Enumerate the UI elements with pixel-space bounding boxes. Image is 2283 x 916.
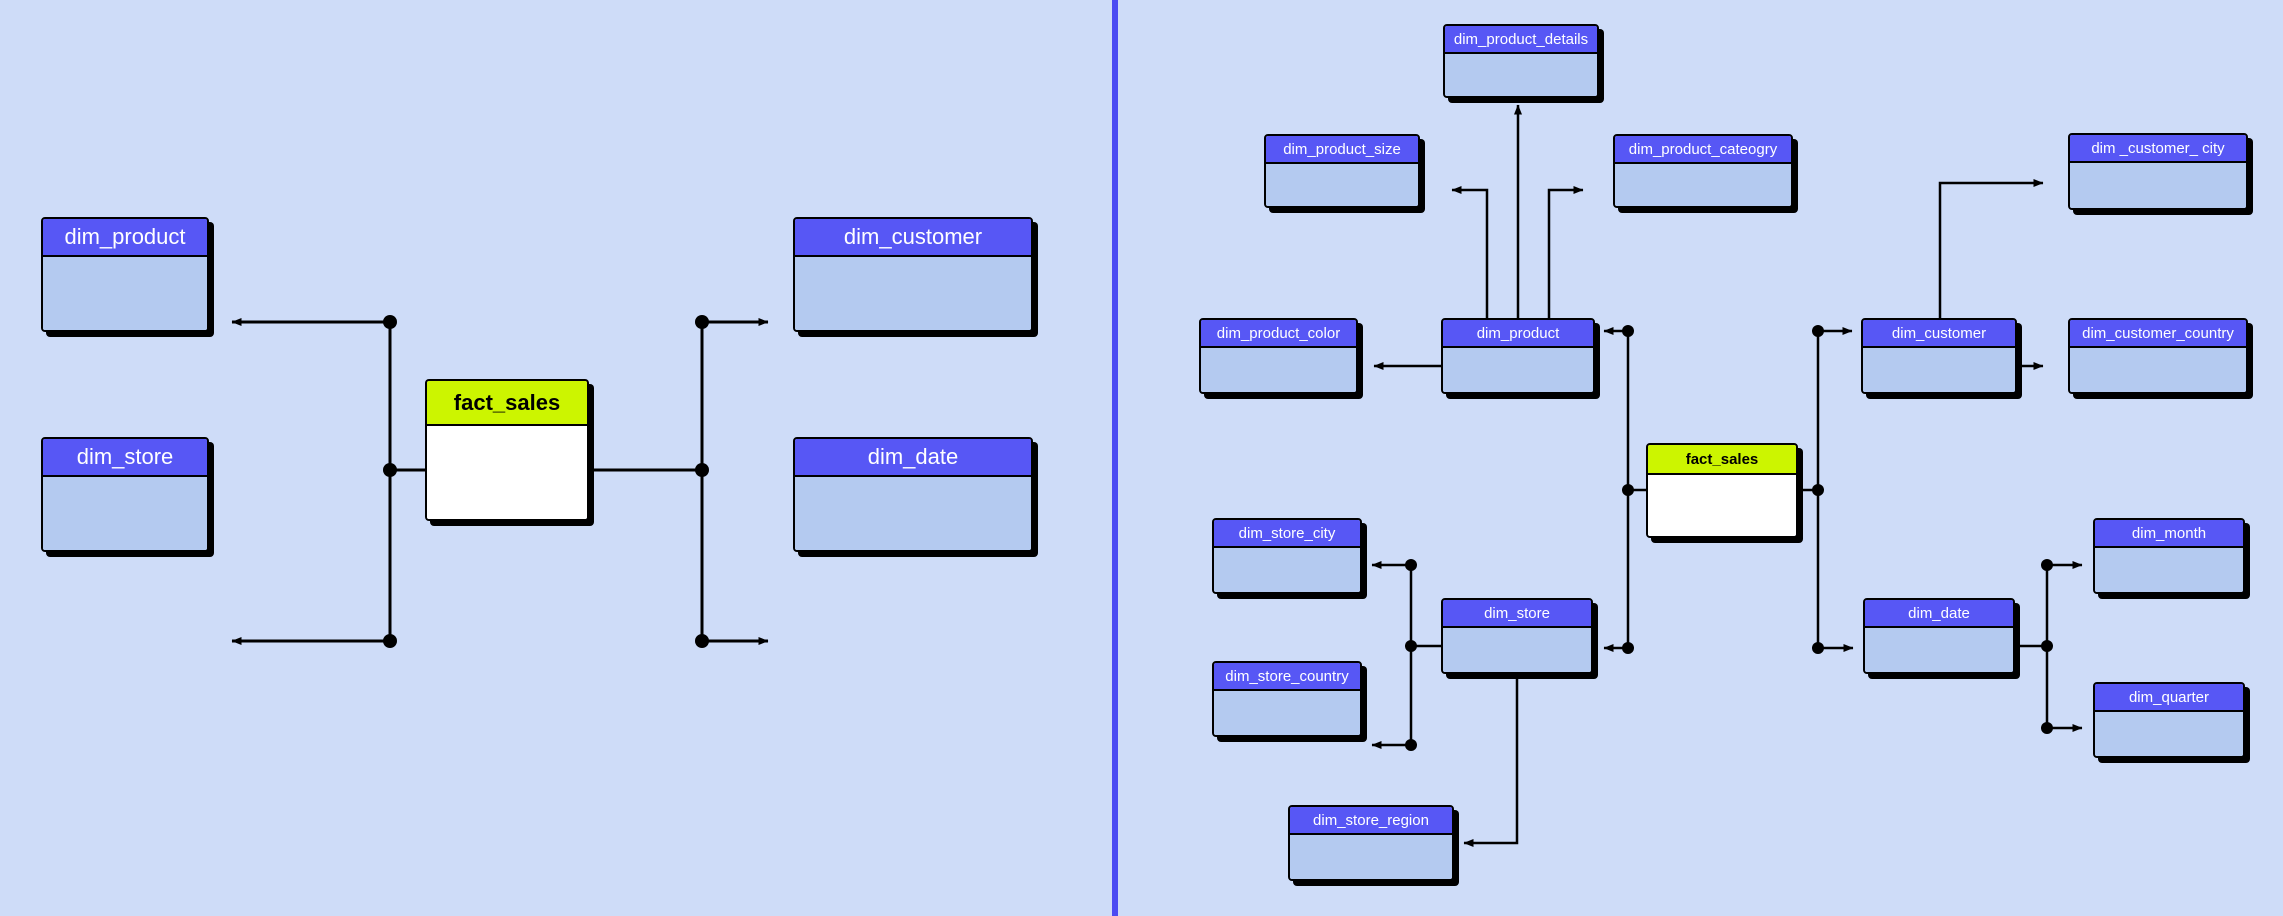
junction-dot [383, 463, 397, 477]
entity-box-r-dim-product-cateogry[interactable]: dim_product_cateogry [1613, 134, 1793, 208]
entity-box-r-dim-product-size[interactable]: dim_product_size [1264, 134, 1420, 208]
entity-box-r-dim-quarter[interactable]: dim_quarter [2093, 682, 2245, 758]
entity-fields-r-dim-product-color [1201, 348, 1356, 392]
entity-fields-r-fact-sales [1648, 475, 1796, 536]
junction-dot [383, 315, 397, 329]
entity-box-l-dim-store[interactable]: dim_store [41, 437, 209, 552]
entity-fields-l-dim-customer [795, 257, 1031, 330]
entity-title-r-dim-month: dim_month [2095, 520, 2243, 548]
entity-fields-r-dim-store [1443, 628, 1591, 672]
entity-title-l-dim-product: dim_product [43, 219, 207, 257]
entity-box-r-dim-store-city[interactable]: dim_store_city [1212, 518, 1362, 594]
entity-box-r-dim-product-color[interactable]: dim_product_color [1199, 318, 1358, 394]
entity-fields-r-dim-store-country [1214, 691, 1360, 735]
junction-dot [1405, 559, 1417, 571]
star-junction-dots [383, 315, 709, 648]
junction-dot [695, 634, 709, 648]
entity-title-r-dim-product-size: dim_product_size [1266, 136, 1418, 164]
entity-title-r-dim-customer-country: dim_customer_country [2070, 320, 2246, 348]
entity-box-r-dim-customer[interactable]: dim_customer [1861, 318, 2017, 394]
entity-title-r-dim-product-details: dim_product_details [1445, 26, 1597, 54]
junction-dot [2041, 559, 2053, 571]
entity-box-r-dim-store[interactable]: dim_store [1441, 598, 1593, 674]
entity-fields-r-dim-customer [1863, 348, 2015, 392]
entity-title-r-dim-product-cateogry: dim_product_cateogry [1615, 136, 1791, 164]
junction-dot [1622, 325, 1634, 337]
junction-dot [695, 315, 709, 329]
entity-title-r-dim-store-region: dim_store_region [1290, 807, 1452, 835]
connector-customer-to-city [1938, 179, 2044, 318]
connector-product-to-cateogry [1547, 186, 1584, 318]
entity-box-r-dim-store-country[interactable]: dim_store_country [1212, 661, 1362, 737]
entity-box-l-fact-sales[interactable]: fact_sales [425, 379, 589, 521]
junction-dot [1622, 484, 1634, 496]
junction-dot [1812, 484, 1824, 496]
entity-fields-l-fact-sales [427, 426, 587, 519]
entity-fields-l-dim-product [43, 257, 207, 330]
entity-box-r-fact-sales[interactable]: fact_sales [1646, 443, 1798, 538]
entity-title-l-dim-date: dim_date [795, 439, 1031, 477]
entity-box-r-dim-product-details[interactable]: dim_product_details [1443, 24, 1599, 98]
entity-fields-r-dim-customer-city [2070, 163, 2246, 208]
entity-title-l-dim-customer: dim_customer [795, 219, 1031, 257]
junction-dot [2041, 722, 2053, 734]
entity-fields-l-dim-date [795, 477, 1031, 550]
panel-divider [1112, 0, 1118, 916]
entity-title-r-dim-product: dim_product [1443, 320, 1593, 348]
entity-fields-r-dim-product-details [1445, 54, 1597, 96]
entity-box-r-dim-date[interactable]: dim_date [1863, 598, 2015, 674]
entity-box-r-dim-product[interactable]: dim_product [1441, 318, 1595, 394]
entity-fields-r-dim-product-size [1266, 164, 1418, 206]
entity-fields-r-dim-store-region [1290, 835, 1452, 879]
entity-fields-r-dim-month [2095, 548, 2243, 592]
junction-dot [1812, 642, 1824, 654]
entity-fields-l-dim-store [43, 477, 207, 550]
entity-box-l-dim-customer[interactable]: dim_customer [793, 217, 1033, 332]
entity-title-r-dim-customer-city: dim _customer_ city [2070, 135, 2246, 163]
entity-box-r-dim-customer-country[interactable]: dim_customer_country [2068, 318, 2248, 394]
entity-fields-r-dim-quarter [2095, 712, 2243, 756]
junction-dot [1405, 739, 1417, 751]
entity-title-r-dim-store-country: dim_store_country [1214, 663, 1360, 691]
entity-title-l-fact-sales: fact_sales [427, 381, 587, 426]
junction-dot [1405, 640, 1417, 652]
entity-box-r-dim-customer-city[interactable]: dim _customer_ city [2068, 133, 2248, 210]
entity-fields-r-dim-customer-country [2070, 348, 2246, 392]
entity-title-l-dim-store: dim_store [43, 439, 207, 477]
entity-title-r-dim-store: dim_store [1443, 600, 1591, 628]
star-connectors [231, 318, 769, 645]
junction-dot [695, 463, 709, 477]
entity-fields-r-dim-product-cateogry [1615, 164, 1791, 206]
entity-title-r-fact-sales: fact_sales [1648, 445, 1796, 475]
entity-fields-r-dim-store-city [1214, 548, 1360, 592]
entity-title-r-dim-quarter: dim_quarter [2095, 684, 2243, 712]
connector-product-to-size [1451, 186, 1489, 318]
entity-box-r-dim-month[interactable]: dim_month [2093, 518, 2245, 594]
entity-box-r-dim-store-region[interactable]: dim_store_region [1288, 805, 1454, 881]
connector-store-to-region [1463, 674, 1519, 847]
entity-title-r-dim-date: dim_date [1865, 600, 2013, 628]
entity-title-r-dim-store-city: dim_store_city [1214, 520, 1360, 548]
junction-dot [1812, 325, 1824, 337]
junction-dot [383, 634, 397, 648]
junction-dot [2041, 640, 2053, 652]
entity-title-r-dim-customer: dim_customer [1863, 320, 2015, 348]
entity-fields-r-dim-product [1443, 348, 1593, 392]
entity-box-l-dim-date[interactable]: dim_date [793, 437, 1033, 552]
snowflake-junction-dots [1405, 325, 2053, 751]
entity-box-l-dim-product[interactable]: dim_product [41, 217, 209, 332]
entity-fields-r-dim-date [1865, 628, 2013, 672]
junction-dot [1622, 642, 1634, 654]
entity-title-r-dim-product-color: dim_product_color [1201, 320, 1356, 348]
